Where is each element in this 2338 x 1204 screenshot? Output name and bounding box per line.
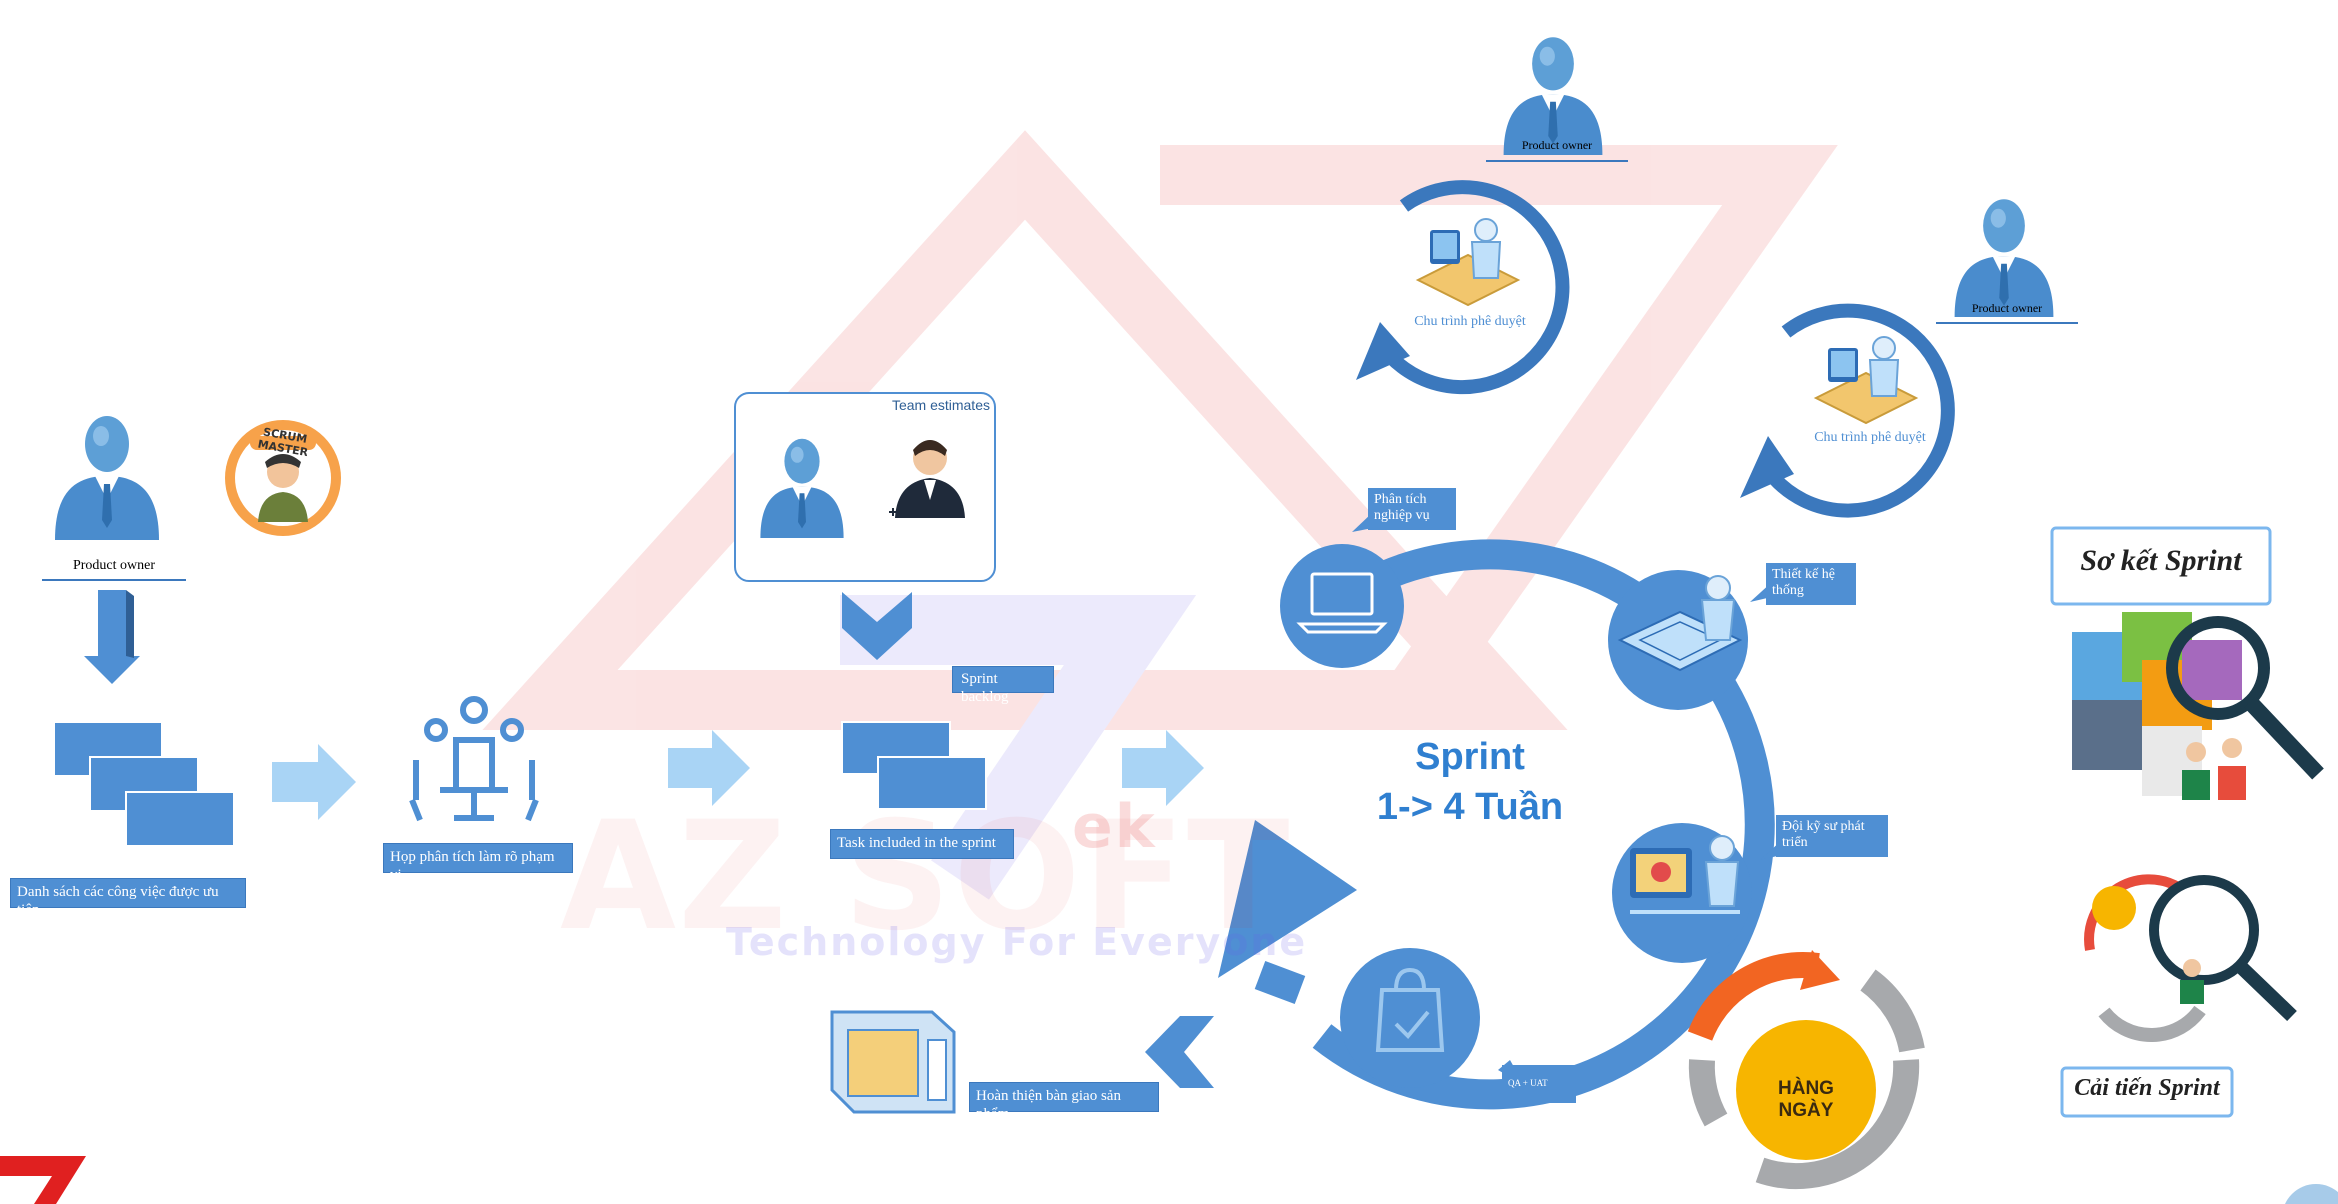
team-estimates-panel: [734, 392, 996, 582]
design-callout: Thiết kế hệ thống: [1766, 563, 1856, 605]
deliver-label: Hoàn thiện bàn giao sản phẩm: [969, 1082, 1159, 1122]
flow-arrow-3: [1122, 730, 1204, 806]
sprint-retro-frame: [2060, 1066, 2234, 1118]
sprint-backlog-label: Sprint backlog: [952, 666, 1054, 705]
sprint-retro-label: Cải tiến Sprint: [2074, 1075, 2220, 1101]
develop-callout: Đội kỹ sư phát triển: [1776, 815, 1888, 857]
laptop-icon: [1296, 572, 1388, 634]
watermark-tagline: Technology For Everyone: [726, 920, 1308, 964]
left-product-owner-icon: [55, 416, 159, 540]
right-approval-worker-icon: [1815, 336, 1917, 424]
estimator-icon: [889, 440, 965, 518]
sprint-task-stack-icon: [841, 721, 987, 810]
scrum-master-icon: [225, 420, 341, 536]
sprint-duration: 1-> 4 Tuần: [1376, 786, 1564, 828]
corner-logo: [0, 1156, 86, 1204]
sprint-review-label: Sơ kết Sprint: [2080, 544, 2242, 577]
watermark-brand: AZ SOFT: [560, 790, 1292, 964]
right-product-owner-label: Product owner: [1971, 301, 2043, 315]
right-product-owner-icon: [1954, 199, 2054, 317]
right-approval-arrowhead: [1740, 436, 1794, 498]
developer-icon: [1630, 835, 1740, 914]
daily-label: HÀNG NGÀY: [1778, 1078, 1834, 1121]
watermark-tek: ek: [1072, 792, 1157, 862]
top-approval-label: Chu trình phê duyệt: [1414, 314, 1526, 329]
sprint-review-icon: [2072, 612, 2324, 800]
corner-badge: [2285, 1184, 2338, 1204]
top-product-owner-label: Product owner: [1521, 138, 1593, 152]
flow-arrow-2: [668, 730, 750, 806]
qa-bag-icon: [1375, 967, 1445, 1052]
meeting-icon: [409, 696, 539, 822]
top-approval-ring: [1384, 180, 1570, 395]
down-chevron-icon: [842, 592, 912, 660]
right-approval-label: Chu trình phê duyệt: [1814, 430, 1926, 445]
sprint-title: Sprint 1-> 4 Tuần: [1320, 732, 1620, 832]
daily-cycle-icon: [1687, 950, 1925, 1190]
qa-callout: QA + UAT: [1502, 1065, 1576, 1103]
top-product-owner-underline: [1486, 160, 1628, 162]
sprint-review-frame: [2050, 526, 2272, 606]
backlog-stack-icon: [53, 721, 235, 847]
down-arrow-icon: [84, 590, 140, 684]
flow-arrow-1: [272, 744, 356, 820]
left-product-owner-label: Product owner: [72, 558, 156, 573]
left-chevron-icon: [1145, 1016, 1214, 1088]
right-product-owner-underline: [1936, 322, 2078, 324]
sprint-cycle-ring: [1312, 539, 1775, 1110]
top-approval-arrowhead: [1356, 322, 1410, 380]
backlog-list-label: Danh sách các công việc được ưu tiên: [10, 878, 246, 918]
deliverable-box-icon: [830, 1010, 956, 1114]
qa-node: [1340, 948, 1480, 1088]
left-product-owner-underline: [42, 579, 186, 581]
sprint-cycle-arrowhead: [1218, 820, 1357, 978]
right-approval-ring: [1768, 303, 1955, 518]
analysis-node: [1280, 544, 1404, 668]
top-approval-worker-icon: [1417, 218, 1519, 306]
sprint-retro-icon: [2084, 874, 2297, 1043]
task-included-label: Task included in the sprint: [830, 829, 1014, 859]
analysis-callout: Phân tích nghiệp vụ: [1368, 488, 1456, 530]
sprint-title-text: Sprint: [1415, 736, 1525, 778]
meeting-label: Họp phân tích làm rõ phạm vi: [383, 843, 573, 883]
designer-icon: [1617, 575, 1743, 672]
team-estimates-label: Team estimates: [891, 397, 990, 413]
